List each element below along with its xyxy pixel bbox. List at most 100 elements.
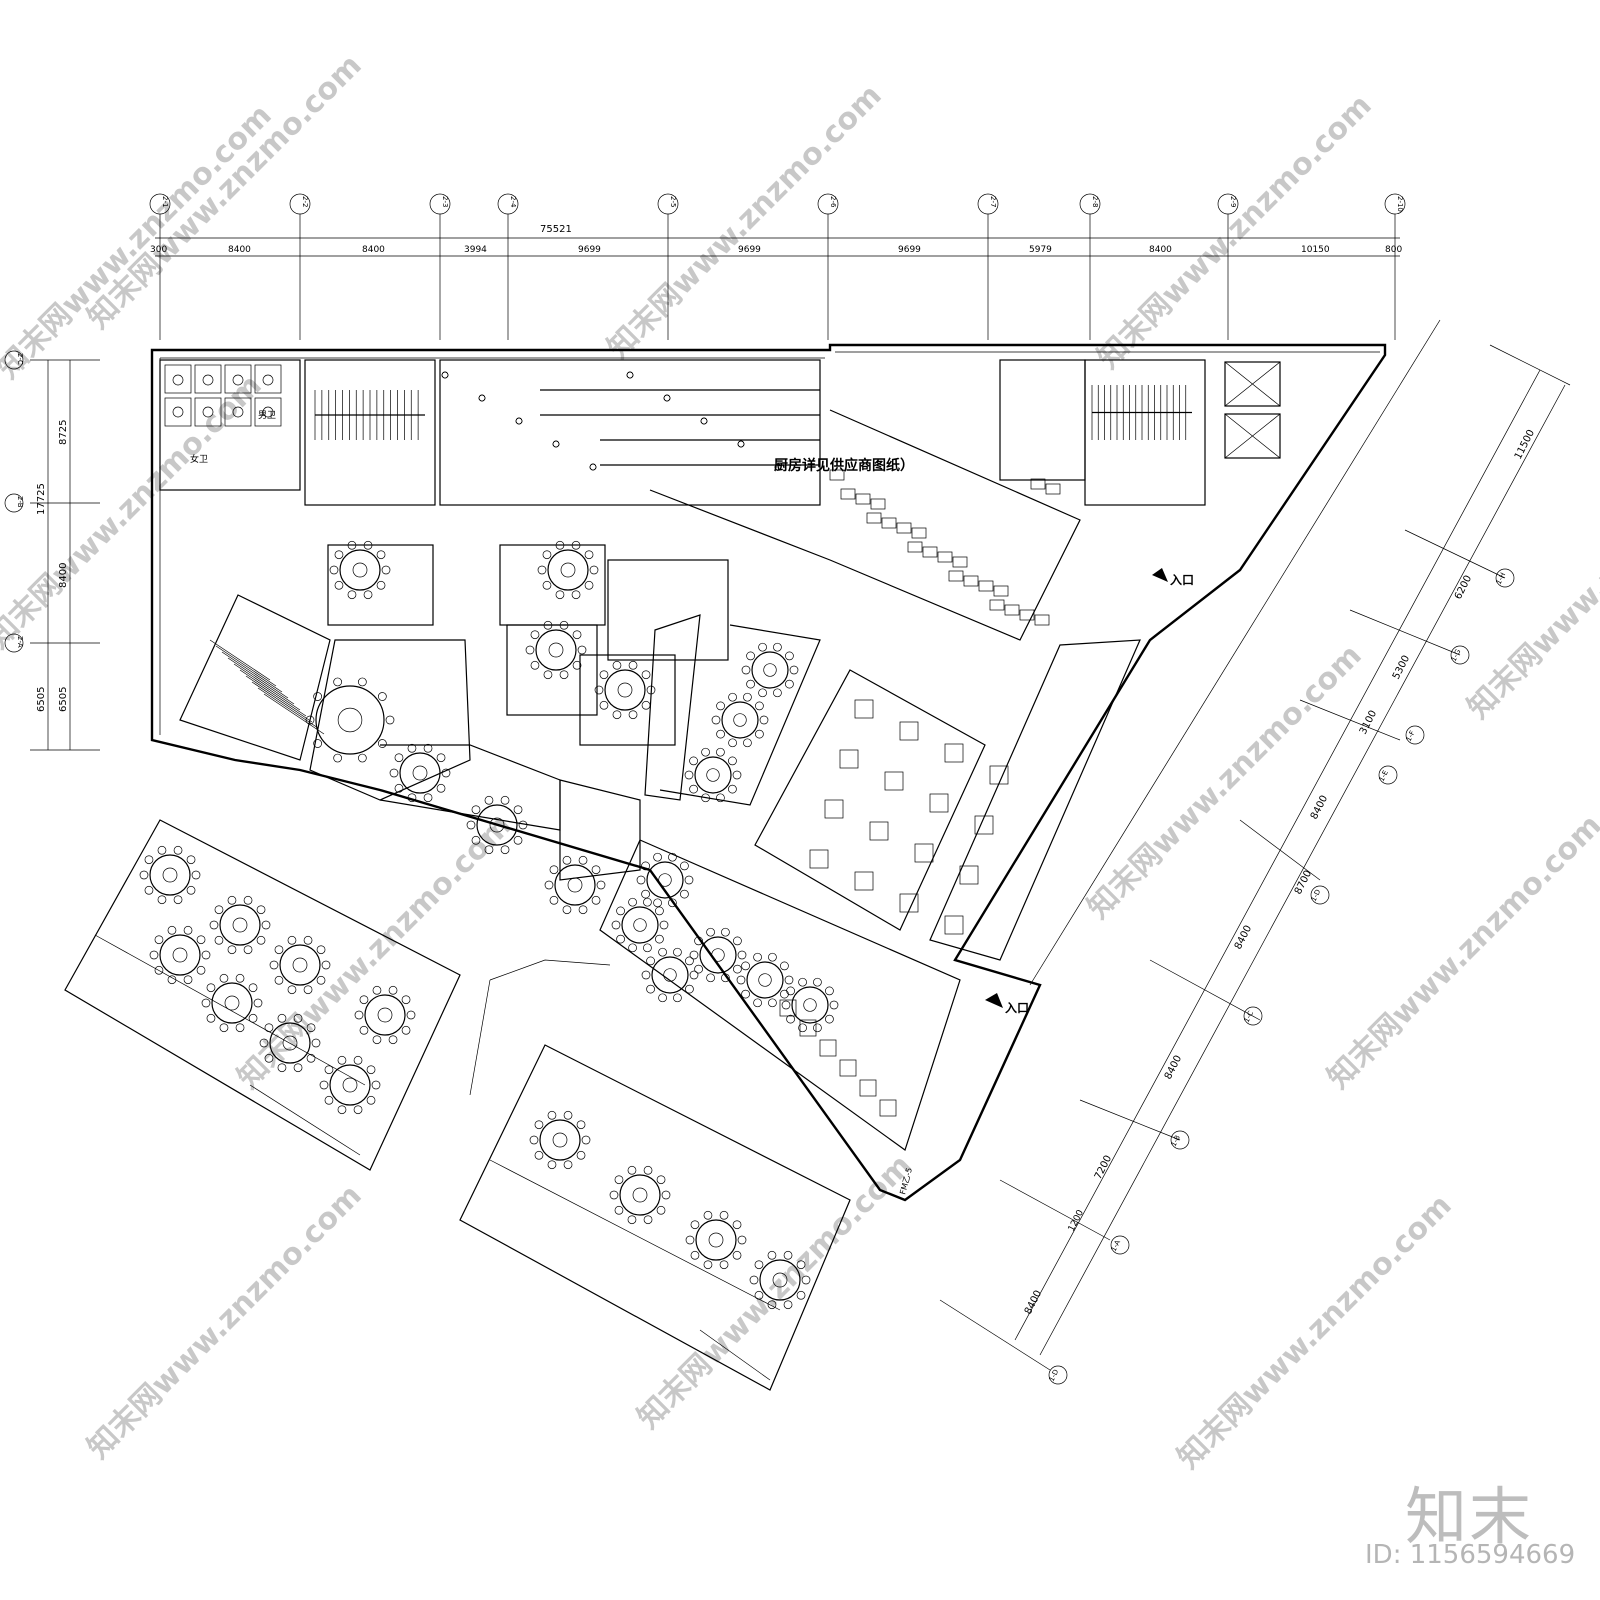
right-span: 8400: [1023, 1289, 1044, 1317]
watermark-text: 知末网www.znzmo.com: [601, 78, 889, 366]
square-table: [819, 1039, 837, 1057]
female-toilet-label: 女卫: [190, 453, 208, 465]
watermark-text: 知末网www.znzmo.com: [1091, 88, 1379, 376]
square-table: [899, 721, 919, 741]
right-axis-label: 1-D: [1310, 888, 1323, 903]
round-table: [269, 935, 331, 995]
left-axis-bubble: 2-A: [4, 633, 24, 653]
kitchen-note: 厨房详见供应商图纸）: [774, 457, 914, 474]
round-table: [329, 540, 391, 600]
square-table: [929, 793, 949, 813]
square-table: [839, 1059, 857, 1077]
round-table: [741, 642, 799, 698]
top-axis-bubble: 2-2: [289, 193, 311, 215]
square-table: [989, 765, 1009, 785]
round-table: [525, 620, 587, 680]
top-axis-bubble: 2-8: [1079, 193, 1101, 215]
square-table: [799, 1019, 817, 1037]
round-table: [609, 1165, 671, 1225]
round-table: [354, 985, 416, 1045]
service-strip: 女卫 男卫: [159, 359, 1281, 506]
right-total-dimension: 11500: [1513, 428, 1537, 461]
right-axis-bubble: 1-B: [1170, 1130, 1190, 1150]
top-span-label: 9699: [898, 245, 921, 255]
right-axis-bubble: 1-G: [1450, 645, 1470, 665]
top-span-label: 9699: [578, 245, 601, 255]
round-table: [529, 1110, 591, 1170]
left-axis-bubble: 2-C: [4, 350, 24, 370]
left-span-3: 6505: [58, 687, 69, 712]
top-axis-label: 2-2: [301, 196, 309, 207]
right-span: 1200: [1067, 1208, 1086, 1233]
left-total-dimension: 17725: [36, 483, 47, 515]
top-axis-label: 2-6: [829, 196, 837, 208]
watermark-text: 知末网www.znzmo.com: [631, 1148, 919, 1436]
left-dimension-line: 17725 8725 8400 6505 6505 2-C 2-B 2-A: [4, 350, 100, 751]
round-table: [711, 692, 769, 748]
top-axis-label: 2-7: [989, 196, 997, 207]
round-table: [466, 795, 528, 855]
round-table: [139, 845, 201, 905]
top-axis-bubble: 2-7: [977, 193, 999, 215]
round-table: [781, 977, 839, 1033]
dining-tables: [779, 699, 1009, 1117]
left-extra-dimension: 6505: [36, 687, 47, 712]
top-axis-label: 2-10: [1396, 196, 1404, 212]
watermark-text: 知末网www.znzmo.com: [1461, 438, 1600, 726]
right-axis-label: 1-D: [1048, 1368, 1061, 1383]
annex-block-left: [64, 819, 461, 1171]
entrance-marker: 入口: [985, 993, 1029, 1015]
round-table: [641, 947, 699, 1003]
top-span-label: 3994: [464, 245, 487, 255]
square-table: [899, 893, 919, 913]
round-table: [544, 855, 606, 915]
round-table: [389, 743, 451, 803]
watermark-text: 知末网www.znzmo.com: [231, 808, 519, 1096]
round-table: [684, 747, 742, 803]
right-axis-bubble: 1-E: [1378, 765, 1398, 785]
right-axis-bubble: 1-C: [1243, 1006, 1263, 1026]
square-table: [944, 743, 964, 763]
entrance-label: 入口: [1005, 1001, 1029, 1015]
round-table: [736, 952, 794, 1008]
right-axis-label: 1-G: [1450, 648, 1463, 663]
top-total-dimension: 75521: [540, 224, 572, 235]
right-axis-bubble: 1-F: [1405, 725, 1425, 745]
top-axis-bubble: 2-1: [149, 193, 171, 215]
top-span-label: 10150: [1301, 245, 1330, 255]
top-axis-bubble: 2-6: [817, 193, 839, 215]
left-axis-label: 2-A: [16, 636, 24, 648]
square-table: [779, 999, 797, 1017]
round-table: [259, 1013, 321, 1073]
right-dimension-line: 11500 6200 5300 3100 8400 8700 8400 8400…: [939, 344, 1571, 1385]
square-table: [854, 871, 874, 891]
top-axis-bubble: 2-5: [657, 193, 679, 215]
right-span: 6200: [1453, 574, 1474, 602]
top-span-label: 8400: [228, 245, 251, 255]
square-table: [839, 749, 859, 769]
right-span: 3100: [1358, 709, 1379, 737]
banquet-tables: [139, 540, 839, 1310]
top-axis-label: 2-1: [161, 196, 169, 207]
square-table: [859, 1079, 877, 1097]
right-axis-label: 1-H: [1495, 571, 1508, 586]
square-table: [879, 1099, 897, 1117]
top-span-label: 300: [150, 245, 167, 255]
top-axis-bubble: 2-3: [429, 193, 451, 215]
watermark-text: 知末网www.znzmo.com: [1321, 808, 1600, 1096]
square-table: [854, 699, 874, 719]
top-axis-bubble: 2-9: [1217, 193, 1239, 215]
round-table: [636, 852, 694, 908]
brand-logo: 知末: [1405, 1480, 1534, 1553]
round-table: [209, 895, 271, 955]
round-table: [611, 897, 669, 953]
square-table: [869, 821, 889, 841]
male-toilet-label: 男卫: [258, 410, 276, 421]
round-table: [537, 540, 599, 600]
round-table: [319, 1055, 381, 1115]
watermark-text: 知末网www.znzmo.com: [1171, 1188, 1459, 1476]
round-table: [689, 927, 747, 983]
entrance-label: 入口: [1170, 573, 1194, 587]
left-axis-label: 2-B: [16, 496, 24, 508]
